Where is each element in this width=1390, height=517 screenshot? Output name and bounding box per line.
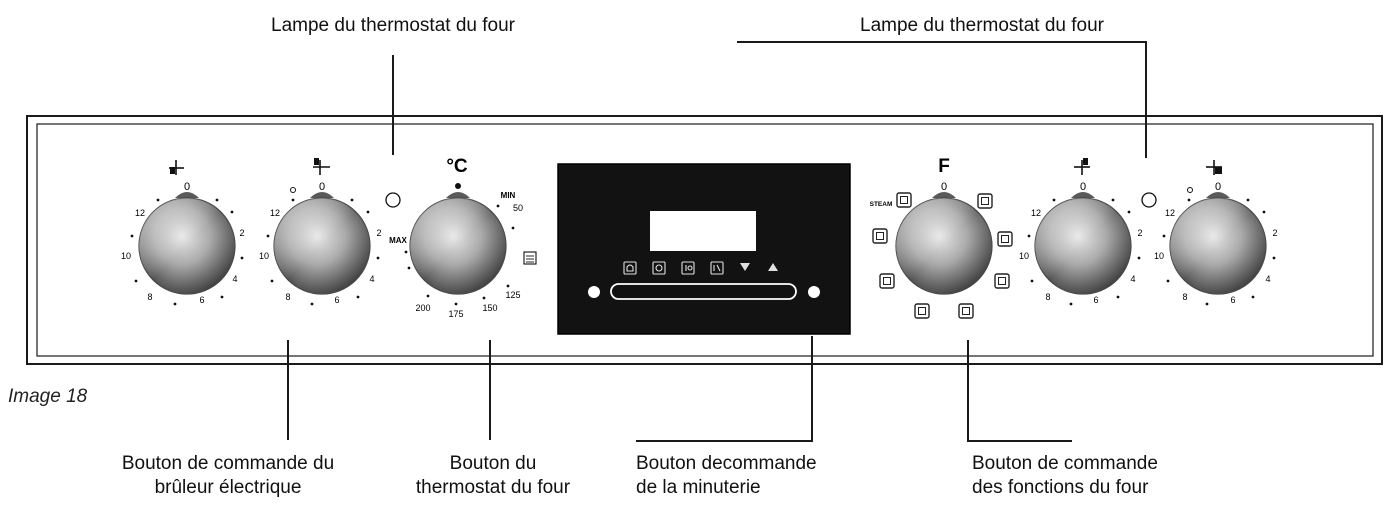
callout-timer-line-2: de la minuterie — [636, 477, 761, 498]
scale-6: 6 — [199, 295, 204, 305]
end-time-icon[interactable] — [710, 261, 724, 275]
function-symbol: F — [938, 156, 950, 177]
callout-burner: Bouton de commande du brûleur électrique — [88, 452, 368, 500]
thermostat-lamp-left — [385, 192, 401, 208]
function-knob[interactable]: F 0 STEAM — [870, 156, 1013, 319]
scale-6: 6 — [1230, 295, 1235, 305]
functions-leader — [967, 340, 1072, 442]
cook-duration-icon[interactable] — [681, 261, 695, 275]
zone-left-front-icon — [169, 160, 184, 175]
dual-circuit-icon — [1187, 187, 1193, 193]
temp-50: 50 — [513, 203, 523, 213]
burner-knob-3[interactable]: 0 12 2 10 4 8 6 — [1019, 158, 1143, 306]
zero-marker — [455, 183, 461, 189]
zone-right-front-icon — [1206, 160, 1222, 175]
callout-lamp-left: Lampe du thermostat du four — [271, 15, 515, 36]
callout-lamp-right: Lampe du thermostat du four — [860, 15, 1104, 36]
scale-8: 8 — [285, 292, 290, 302]
scale-8: 8 — [147, 292, 152, 302]
scale-dots — [266, 198, 380, 306]
scale-6: 6 — [334, 295, 339, 305]
temp-min: MIN — [501, 191, 516, 200]
callout-functions: Bouton de commande des fonctions du four — [972, 452, 1232, 500]
callout-thermostat-line-1: Bouton du — [449, 453, 537, 474]
zone-right-rear-icon — [1074, 158, 1090, 175]
scale-2: 2 — [376, 228, 381, 238]
eco-grill-icon — [523, 251, 537, 265]
scale-10: 10 — [121, 251, 131, 261]
zone-left-rear-icon — [313, 158, 330, 175]
timer-slider-bar[interactable] — [610, 283, 797, 300]
thermostat-knob[interactable]: °C MIN 50 MAX 200 175 150 125 — [389, 156, 537, 319]
callout-lines — [287, 41, 1147, 442]
scale-2: 2 — [1272, 228, 1277, 238]
scale-8: 8 — [1045, 292, 1050, 302]
dual-circuit-icon — [290, 187, 296, 193]
callout-burner-line-1: Bouton de commande du — [121, 453, 335, 474]
scale-12: 12 — [135, 208, 145, 218]
burner-knob-2[interactable]: 0 12 2 10 4 8 6 — [259, 158, 382, 306]
figure-caption: Image 18 — [8, 386, 88, 407]
scale-dots — [130, 198, 244, 306]
callout-burner-line-2: brûleur électrique — [154, 477, 302, 498]
scale-zero: 0 — [184, 181, 190, 193]
temp-150: 150 — [482, 303, 497, 313]
scale-2: 2 — [1137, 228, 1142, 238]
scale-10: 10 — [259, 251, 269, 261]
callout-timer: Bouton decommande de la minuterie — [636, 452, 876, 500]
clock-icon[interactable] — [652, 261, 666, 275]
burner-knob-1[interactable]: 0 12 2 10 4 8 6 — [121, 160, 245, 306]
timer-led-left — [588, 286, 600, 298]
function-zero: 0 — [941, 181, 947, 193]
timer-buttons — [623, 261, 724, 275]
scale-4: 4 — [1265, 274, 1270, 284]
scale-10: 10 — [1019, 251, 1029, 261]
scale-10: 10 — [1154, 251, 1164, 261]
timer-led-right — [808, 286, 820, 298]
temp-dots — [404, 204, 515, 306]
thermostat-lamp-right — [1141, 192, 1157, 208]
scale-12: 12 — [270, 208, 280, 218]
arrow-up-icon[interactable] — [768, 263, 778, 271]
panel-inner-frame — [36, 123, 1374, 357]
temp-200: 200 — [415, 303, 430, 313]
callout-thermostat: Bouton du thermostat du four — [393, 452, 593, 500]
scale-12: 12 — [1165, 208, 1175, 218]
scale-4: 4 — [1130, 274, 1135, 284]
scale-dots — [1027, 198, 1141, 306]
burner-knob-4[interactable]: 0 12 2 10 4 8 6 — [1154, 160, 1278, 306]
scale-4: 4 — [232, 274, 237, 284]
callout-timer-line-1: Bouton decommande — [636, 453, 817, 474]
scale-2: 2 — [239, 228, 244, 238]
callout-functions-line-1: Bouton de commande — [972, 453, 1158, 474]
bell-icon[interactable] — [623, 261, 637, 275]
arrow-down-icon[interactable] — [740, 263, 750, 271]
timer-leader — [636, 336, 813, 442]
temp-125: 125 — [505, 290, 520, 300]
celsius-symbol: °C — [446, 156, 468, 177]
callout-thermostat-line-2: thermostat du four — [415, 477, 571, 498]
scale-12: 12 — [1031, 208, 1041, 218]
steam-label: STEAM — [870, 201, 893, 208]
scale-zero: 0 — [319, 181, 325, 193]
scale-4: 4 — [369, 274, 374, 284]
temp-175: 175 — [448, 309, 463, 319]
lamp-right-leader — [737, 41, 1147, 158]
scale-zero: 0 — [1080, 181, 1086, 193]
scale-6: 6 — [1093, 295, 1098, 305]
callout-functions-line-2: des fonctions du four — [972, 477, 1149, 498]
scale-zero: 0 — [1215, 181, 1221, 193]
timer-screen — [650, 211, 756, 251]
temp-max: MAX — [389, 236, 407, 245]
scale-dots — [1162, 198, 1276, 306]
scale-8: 8 — [1182, 292, 1187, 302]
timer-display-unit — [557, 163, 851, 335]
